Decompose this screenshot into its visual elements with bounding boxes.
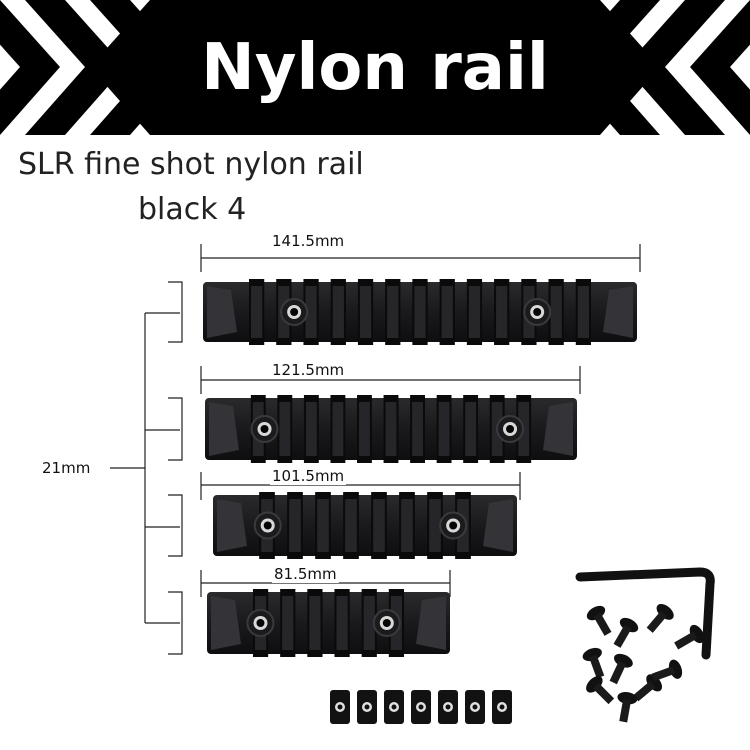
- screw-icon: [613, 617, 639, 648]
- product-subtitle: SLR fine shot nylon rail: [18, 147, 364, 182]
- t-nut-icon: [492, 690, 512, 724]
- screw-group: [582, 603, 705, 723]
- screw-icon: [617, 691, 638, 723]
- t-nut-icon: [411, 690, 431, 724]
- t-nut-group: [330, 690, 512, 724]
- rail-length-label-4: 81.5mm: [272, 565, 339, 583]
- banner-band: [90, 0, 660, 135]
- rail-length-label-3: 101.5mm: [270, 467, 347, 485]
- t-nut-icon: [384, 690, 404, 724]
- rail-4: [207, 589, 450, 657]
- screw-icon: [646, 603, 674, 633]
- rail-length-label-2: 121.5mm: [270, 361, 347, 379]
- height-bracket: [110, 281, 183, 655]
- rail-1: [203, 279, 637, 345]
- product-variant: black 4: [138, 192, 247, 227]
- rail-3: [213, 492, 517, 559]
- t-nut-icon: [357, 690, 377, 724]
- screw-icon: [674, 624, 705, 650]
- banner: [0, 0, 750, 135]
- screw-icon: [586, 605, 612, 636]
- screw-icon: [651, 659, 683, 682]
- hex-key-icon: [575, 567, 715, 660]
- rail-height-label: 21mm: [40, 459, 93, 477]
- t-nut-icon: [330, 690, 350, 724]
- banner-title: Nylon rail: [201, 31, 549, 105]
- t-nut-icon: [465, 690, 485, 724]
- length-dimension-lines: [200, 244, 641, 597]
- screw-icon: [609, 653, 633, 685]
- screw-icon: [582, 647, 605, 679]
- t-nut-icon: [438, 690, 458, 724]
- screw-icon: [586, 676, 615, 705]
- rail-length-label-1: 141.5mm: [270, 232, 347, 250]
- rail-2: [205, 395, 577, 463]
